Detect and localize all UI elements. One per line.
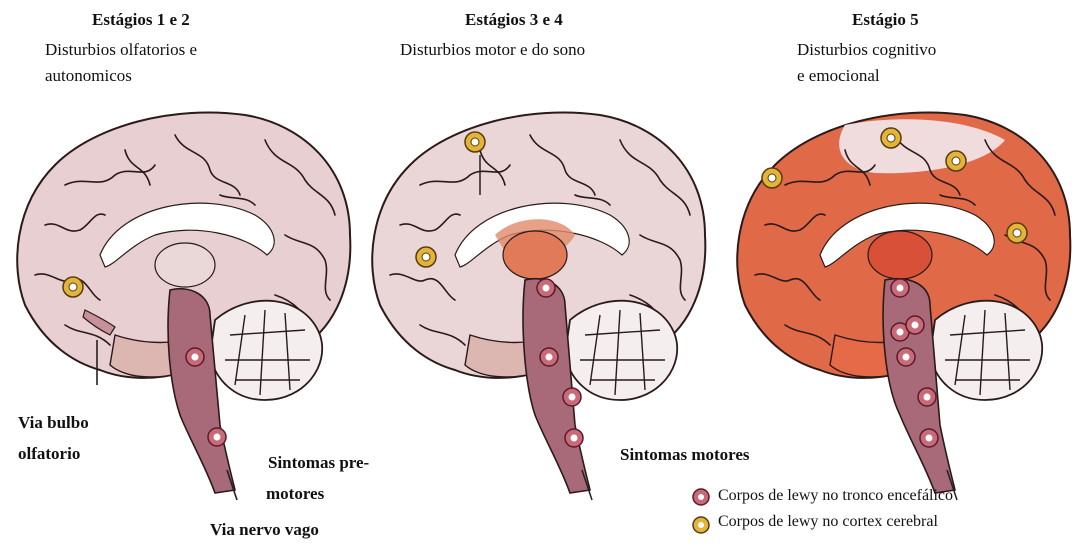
stage-1-title: Estágios 1 e 2 xyxy=(92,10,190,30)
legend-brainstem-label: Corpos de lewy no tronco encefálico xyxy=(718,487,953,505)
cortex-lewy-body-icon xyxy=(63,277,83,297)
sintomas-motores-label: Sintomas motores xyxy=(620,445,750,465)
stage-2-subtitle: Disturbios motor e do sono xyxy=(400,40,585,60)
stage-3-title: Estágio 5 xyxy=(852,10,919,30)
stage-3-subtitle-line2: e emocional xyxy=(797,66,880,86)
stage-3-subtitle-line1: Disturbios cognitivo xyxy=(797,40,936,60)
cortex-lewy-body-icon xyxy=(690,514,712,536)
stage-1-subtitle-line1: Disturbios olfatorios e xyxy=(45,40,197,60)
via-bulbo-label-line2: olfatorio xyxy=(18,444,80,464)
stage-1-subtitle-line2: autonomicos xyxy=(45,66,132,86)
brainstem-lewy-body-icon xyxy=(690,486,712,508)
sintomas-pre-motores-line1: Sintomas pre- xyxy=(268,453,369,473)
stage-2-title: Estágios 3 e 4 xyxy=(465,10,563,30)
via-nervo-vago-label: Via nervo vago xyxy=(210,520,319,540)
legend-cortex-label: Corpos de lewy no cortex cerebral xyxy=(718,513,938,531)
sintomas-pre-motores-line2: motores xyxy=(266,484,324,504)
via-bulbo-label-line1: Via bulbo xyxy=(18,413,89,433)
brain-stage-3 xyxy=(725,95,1077,515)
